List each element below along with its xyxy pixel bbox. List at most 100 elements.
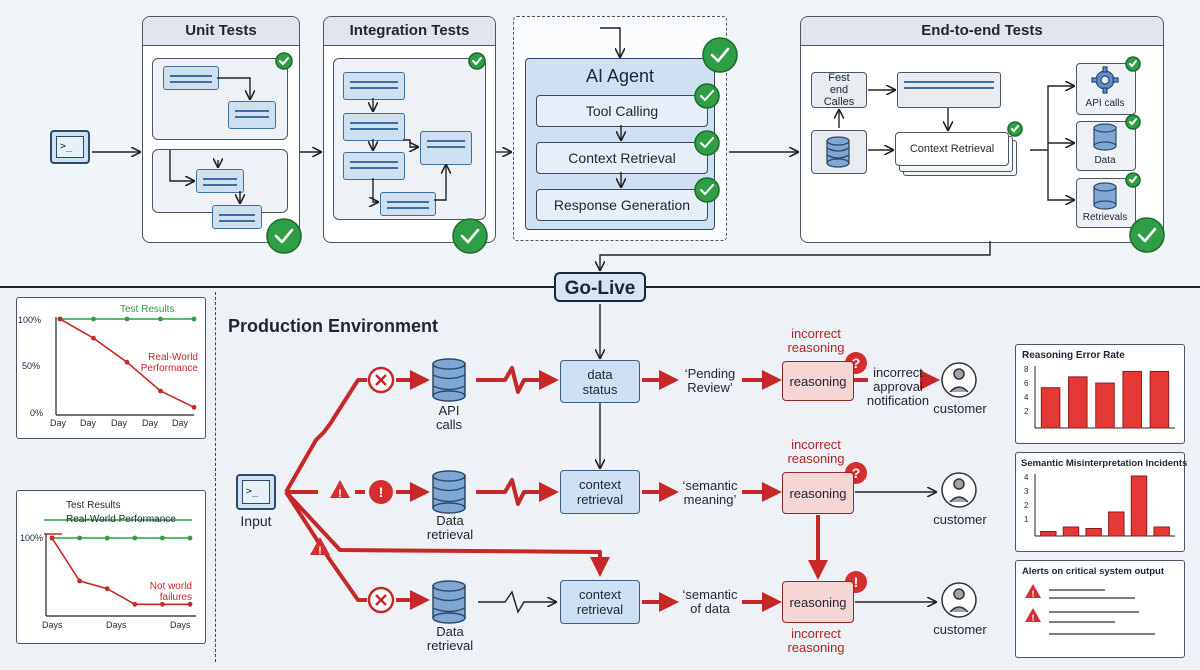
input-terminal-icon: >_ [236,474,276,510]
alerts-title: Alerts on critical system output [1022,566,1165,577]
unit-tests-title: Unit Tests [143,17,299,46]
doc-icon [163,66,219,90]
pending-review-quote: ‘Pending Review’ [684,366,736,395]
data-point [77,535,82,541]
y-tick: 4 [1024,473,1029,482]
doc-icon [343,152,405,180]
data-point [191,404,197,410]
bar [1040,531,1057,537]
bar [1095,382,1115,429]
svg-text:?: ? [852,355,861,371]
bar [1153,526,1170,537]
bar [1085,528,1102,537]
data-point [160,601,165,607]
legend-real: Real-World Performance [66,514,176,525]
y-tick: 6 [1024,379,1029,388]
customer-label-3: customer [933,622,987,637]
not-world-failures-label: Not world failures [149,581,192,603]
bar [1122,370,1142,429]
svg-text:!: ! [1032,589,1035,599]
ai-agent-title: AI Agent [585,66,655,86]
context-retrieval-box: Context Retrieval [895,132,1009,166]
alerts-list: ! ! [1025,584,1155,635]
production-flow: ! ! ! ? ? ! [284,304,977,624]
incorrect-reasoning-label-3: incorrect reasoning [787,626,845,655]
context-retrieval-step: Context Retrieval [536,142,708,174]
warning-icons: ! ! ! [310,480,393,557]
response-generation-step: Response Generation [536,189,708,221]
semantic-meaning-quote: ‘semantic meaning’ [682,478,738,507]
integration-tests-title: Integration Tests [324,17,495,46]
performance-chart-top-plot [55,316,197,416]
data-point [91,316,96,322]
tool-calling-step: Tool Calling [536,95,708,127]
x-tick: Day [50,418,67,428]
data-retrieval-label-2: Data retrieval [426,624,474,653]
legend-test: Test Results [66,500,121,511]
context-retrieval-node-2: context retrieval [560,580,640,624]
doc-icon [343,113,405,141]
data-point [158,316,163,322]
data-point [132,601,138,607]
doc-icon [228,101,276,129]
data-point [124,316,130,322]
incorrect-reasoning-label-2: incorrect reasoning [787,437,845,466]
data-point [187,601,193,607]
reasoning-error-rate-plot [1034,366,1175,429]
x-tick: Day [172,418,189,428]
svg-text:!: ! [338,488,342,500]
series-label-test: Test Results [120,304,175,315]
y-tick: 3 [1024,487,1029,496]
semantic-of-data-quote: ‘semantic of data [682,587,738,616]
series-label-real: Real-World Performance [140,352,198,374]
bar [1130,475,1148,537]
alerts-card [1015,560,1185,658]
data-point [77,578,82,584]
svg-text:!: ! [318,545,322,557]
doc-icon [380,192,436,216]
incorrect-approval-label: incorrect approval notification [866,365,930,408]
data-point [124,359,130,365]
error-x-icon [367,366,395,614]
data-point [191,316,197,322]
svg-text:?: ? [852,465,861,481]
e2e-title: End-to-end Tests [801,17,1163,46]
warning-icon: ! ! [1025,584,1041,623]
dashed-separator [215,292,216,662]
data-point [104,535,110,541]
input-label: Input [240,513,272,529]
y-tick: 100% [18,315,42,325]
doc-icon [212,205,262,229]
doc-icon [420,131,472,165]
production-title: Production Environment [228,316,439,336]
y-tick: 50% [22,361,41,371]
semantic-incidents-plot [1034,474,1175,537]
customer-label-1: customer [933,401,987,416]
y-tick: 1 [1024,515,1029,524]
x-tick: Day [111,418,128,428]
data-point [91,335,96,341]
x-tick: Day [142,418,159,428]
data-status-node: data status [560,360,640,403]
reasoning-node-1: reasoning [782,361,854,401]
doc-icon [343,72,405,100]
api-calls-label: API calls [1085,98,1125,109]
doc-icon [897,72,1001,108]
context-retrieval-node-1: context retrieval [560,470,640,514]
svg-text:!: ! [1032,613,1035,623]
bar [1108,511,1125,537]
bar [1062,526,1080,537]
top-connectors [92,27,1165,300]
x-tick: Days [42,620,63,630]
bar [1068,376,1088,429]
gear-icon [1091,66,1119,94]
performance-chart-bottom-plot [44,519,196,617]
series-line-real [51,537,190,606]
data-point [49,535,55,541]
bar [1149,370,1170,429]
data-point [158,388,163,394]
data-point [104,586,110,592]
terminal-icon: >_ [50,130,90,164]
bar [1040,387,1061,429]
svg-text:!: ! [854,574,859,590]
